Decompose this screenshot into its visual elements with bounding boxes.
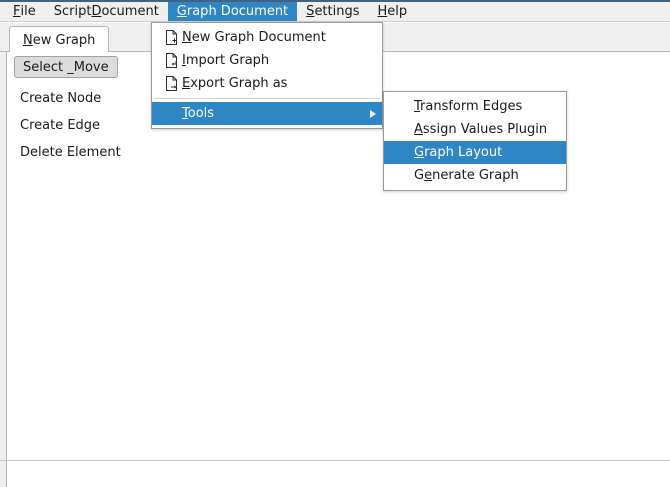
graph-document-dropdown-menu: New Graph Document Import Graph bbox=[151, 22, 383, 129]
menu-item-tools-label: Tools bbox=[182, 106, 215, 121]
menu-item-generate-graph-label: Generate Graph bbox=[414, 168, 519, 183]
menu-item-graph-layout-label: Graph Layout bbox=[414, 145, 503, 160]
tool-select-move-button[interactable]: Select _Move bbox=[14, 56, 118, 78]
chevron-right-icon bbox=[370, 109, 376, 118]
menu-item-graph-layout[interactable]: Graph Layout bbox=[384, 141, 566, 164]
menu-item-import-graph[interactable]: Import Graph bbox=[152, 49, 382, 72]
document-export-icon bbox=[160, 76, 182, 91]
menu-item-new-graph-document-label: New Graph Document bbox=[182, 30, 326, 45]
status-bar bbox=[0, 460, 670, 487]
menu-item-assign-values-plugin[interactable]: Assign Values Plugin bbox=[384, 118, 566, 141]
document-area: Select _Move Create Node Create Edge Del… bbox=[0, 52, 670, 460]
menubar-item-graph-document-label: raph Document bbox=[186, 4, 289, 19]
menu-item-tools[interactable]: Tools bbox=[152, 102, 382, 125]
menubar-item-graph-document-mnemonic: G bbox=[176, 4, 187, 19]
menu-separator bbox=[154, 98, 380, 99]
menubar-item-help-mnemonic: H bbox=[377, 4, 388, 19]
menubar-item-file-mnemonic: F bbox=[13, 4, 21, 19]
menu-item-export-graph-as-label: Export Graph as bbox=[182, 76, 288, 91]
menubar-item-script-document-label2: ocument bbox=[101, 4, 159, 19]
menu-item-transform-edges-label: Transform Edges bbox=[414, 99, 523, 114]
tools-submenu: Transform Edges Assign Values Plugin Gra… bbox=[383, 91, 567, 191]
menu-item-export-graph-as[interactable]: Export Graph as bbox=[152, 72, 382, 95]
menubar-item-file-label: ile bbox=[20, 4, 36, 19]
tool-delete-element[interactable]: Delete Element bbox=[20, 144, 121, 160]
menu-item-assign-values-plugin-label: Assign Values Plugin bbox=[414, 122, 548, 137]
tab-new-graph-label: ew Graph bbox=[32, 32, 96, 48]
tool-create-node[interactable]: Create Node bbox=[20, 90, 102, 106]
menubar-item-settings-label: ettings bbox=[314, 4, 360, 19]
menubar-item-script-document-label: Script bbox=[53, 4, 92, 19]
document-new-icon bbox=[160, 30, 182, 45]
menu-item-transform-edges[interactable]: Transform Edges bbox=[384, 95, 566, 118]
left-gutter bbox=[0, 52, 7, 460]
menu-item-new-graph-document[interactable]: New Graph Document bbox=[152, 26, 382, 49]
status-bar-gutter bbox=[0, 461, 7, 487]
tab-new-graph-mnemonic: N bbox=[23, 32, 33, 48]
menubar-item-script-document-mnemonic: D bbox=[91, 4, 102, 19]
menu-item-import-graph-label: Import Graph bbox=[182, 53, 270, 68]
menu-item-generate-graph[interactable]: Generate Graph bbox=[384, 164, 566, 187]
tool-create-edge[interactable]: Create Edge bbox=[20, 117, 101, 133]
menubar-item-settings-mnemonic: S bbox=[306, 4, 315, 19]
document-import-icon bbox=[160, 53, 182, 68]
tool-panel: Select _Move Create Node Create Edge Del… bbox=[8, 52, 158, 460]
menubar-item-help-label: elp bbox=[387, 4, 408, 19]
